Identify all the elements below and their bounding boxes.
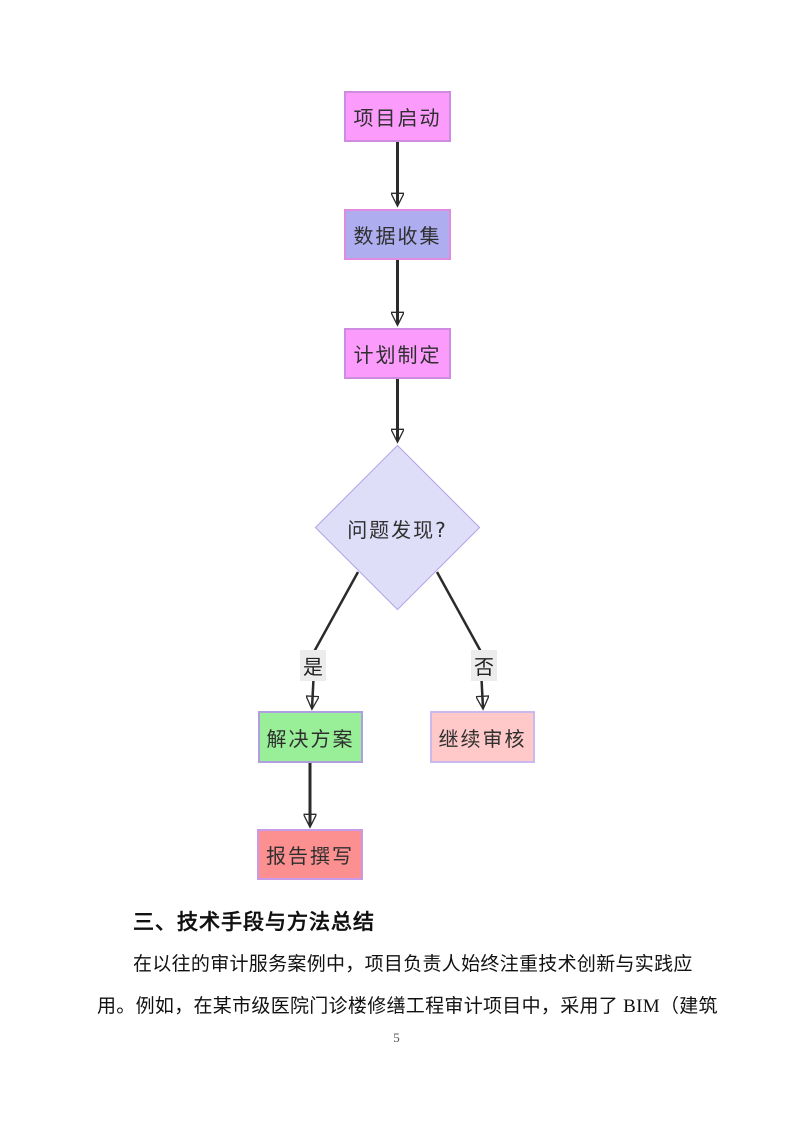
connector-decision-no-to-continue [435, 571, 483, 708]
connector-decision-yes-to-solution [312, 571, 360, 708]
edge-label-no: 否 [471, 650, 497, 681]
node-label: 项目启动 [353, 106, 442, 130]
node-label: 计划制定 [353, 343, 442, 367]
flowchart-node-data-collection: 数据收集 [344, 209, 451, 260]
edge-label-yes: 是 [300, 650, 326, 681]
page-number: 5 [393, 1030, 400, 1045]
flowchart-node-continue-audit: 继续审核 [430, 711, 535, 763]
flowchart-node-plan: 计划制定 [344, 328, 451, 379]
section-heading: 三、技术手段与方法总结 [133, 910, 375, 934]
flowchart-node-report-writing: 报告撰写 [257, 829, 363, 880]
flowchart-node-start: 项目启动 [344, 91, 451, 142]
node-label: 数据收集 [353, 224, 442, 248]
node-label: 继续审核 [438, 726, 527, 751]
paragraph-line: 用。例如，在某市级医院门诊楼修缮工程审计项目中，采用了 BIM（建筑 [97, 996, 718, 1017]
node-label: 报告撰写 [266, 844, 354, 868]
flowchart-node-decision-label: 问题发现? [347, 517, 448, 542]
flowchart-node-solution: 解决方案 [258, 711, 363, 763]
node-label: 解决方案 [266, 726, 355, 751]
paragraph-line: 在以往的审计服务案例中，项目负责人始终注重技术创新与实践应 [133, 954, 693, 975]
